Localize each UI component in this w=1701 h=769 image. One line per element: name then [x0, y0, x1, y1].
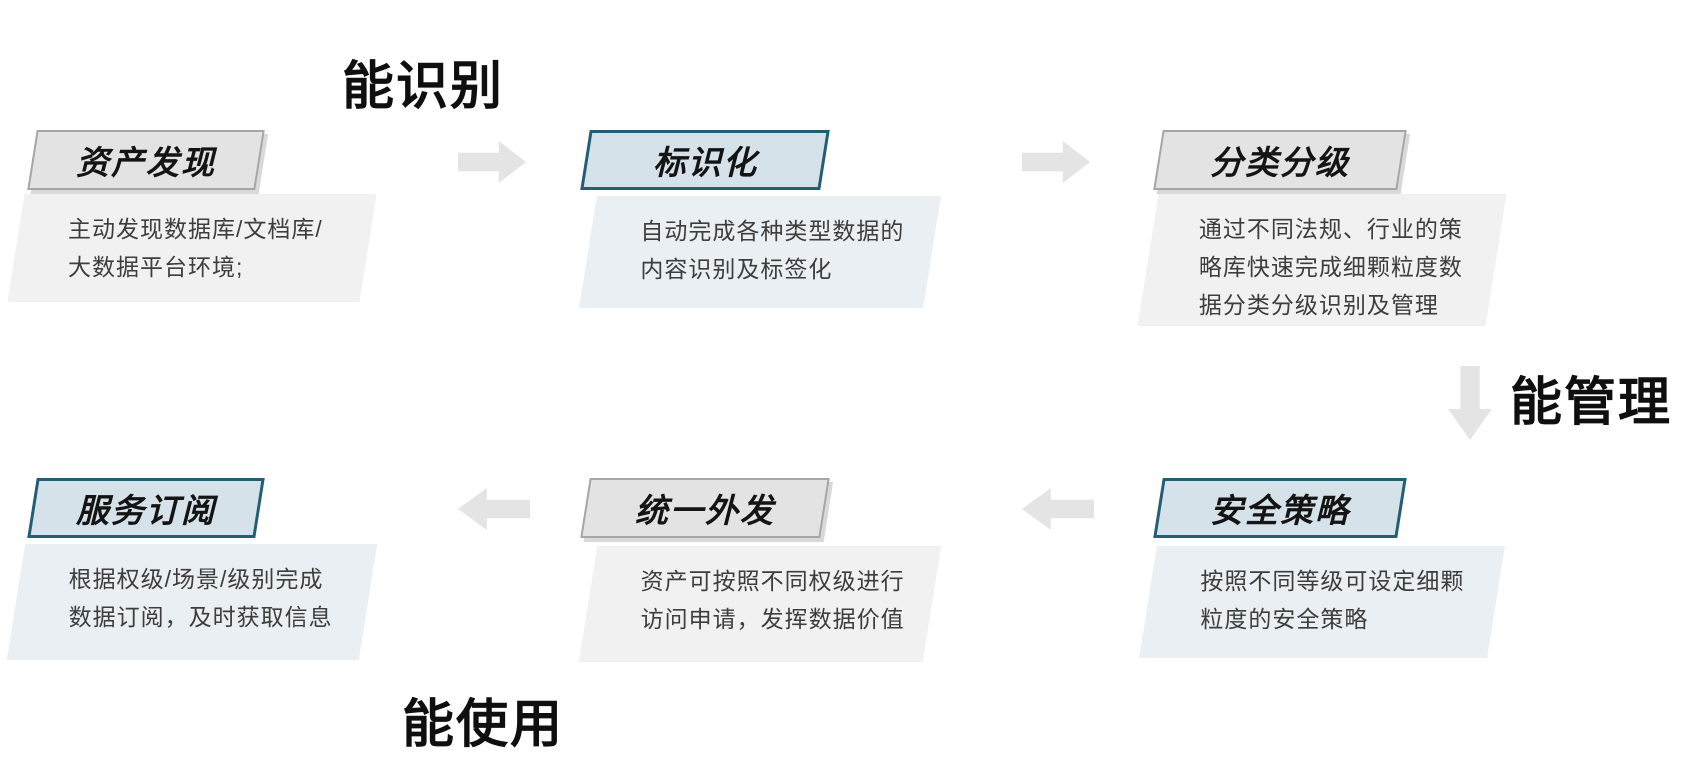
card-asset-discovery-title: 资产发现 — [76, 144, 216, 181]
card-classification-header: 分类分级 — [1153, 130, 1407, 190]
card-service-subscription-title: 服务订阅 — [76, 492, 216, 529]
card-security-policy-title: 安全策略 — [1210, 492, 1350, 529]
arrow-left-icon — [458, 488, 530, 530]
arrow-down-icon — [1448, 366, 1492, 440]
card-classification-title: 分类分级 — [1210, 144, 1350, 181]
card-service-subscription-body: 根据权级/场景/级别完成 数据订阅，及时获取信息 — [6, 544, 378, 660]
card-security-policy-body: 按照不同等级可设定细颗 粒度的安全策略 — [1139, 546, 1505, 658]
card-unified-distribution-header: 统一外发 — [580, 478, 830, 538]
card-unified-distribution-body: 资产可按照不同权级进行 访问申请，发挥数据价值 — [578, 546, 942, 662]
stage-label-identify: 能识别 — [342, 58, 505, 116]
card-security-policy-desc: 按照不同等级可设定细颗 粒度的安全策略 — [1200, 568, 1465, 632]
card-unified-distribution-desc: 资产可按照不同权级进行 访问申请，发挥数据价值 — [640, 568, 905, 632]
card-classification-body: 通过不同法规、行业的策 略库快速完成细颗粒度数 据分类分级识别及管理 — [1137, 194, 1507, 326]
card-labeling-title: 标识化 — [652, 144, 758, 181]
card-service-subscription-desc: 根据权级/场景/级别完成 数据订阅，及时获取信息 — [68, 566, 333, 630]
card-classification-desc: 通过不同法规、行业的策 略库快速完成细颗粒度数 据分类分级识别及管理 — [1198, 216, 1463, 318]
card-asset-discovery-header: 资产发现 — [27, 130, 265, 190]
card-labeling-desc: 自动完成各种类型数据的 内容识别及标签化 — [640, 218, 905, 282]
card-labeling-header: 标识化 — [580, 130, 830, 190]
arrow-right-icon — [458, 141, 526, 183]
arrow-left-icon — [1022, 488, 1094, 530]
arrow-right-icon — [1022, 141, 1090, 183]
card-unified-distribution-title: 统一外发 — [635, 492, 775, 529]
card-asset-discovery-body: 主动发现数据库/文档库/ 大数据平台环境; — [7, 194, 377, 302]
stage-label-manage: 能管理 — [1510, 374, 1673, 432]
card-security-policy-header: 安全策略 — [1153, 478, 1407, 538]
stage-label-use: 能使用 — [402, 696, 565, 754]
card-service-subscription-header: 服务订阅 — [27, 478, 265, 538]
card-asset-discovery-desc: 主动发现数据库/文档库/ 大数据平台环境; — [68, 216, 323, 280]
card-labeling-body: 自动完成各种类型数据的 内容识别及标签化 — [579, 196, 941, 308]
